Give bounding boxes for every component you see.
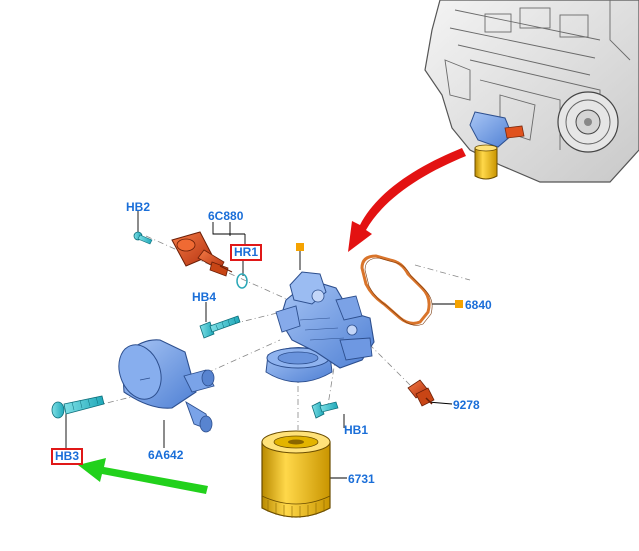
red-arrow (348, 148, 466, 252)
label-hb4: HB4 (192, 290, 217, 304)
label-6c880: 6C880 (208, 209, 244, 223)
oil-filter-6731 (261, 430, 331, 518)
bolt-hb3 (51, 395, 105, 419)
bolt-hb4 (199, 315, 241, 339)
gasket-6840 (360, 254, 433, 326)
fitting-6c880 (171, 231, 233, 277)
leader-lines (65, 210, 458, 479)
label-9278: 9278 (453, 398, 480, 412)
engine-block (424, 0, 639, 183)
oil-filter-housing (265, 271, 375, 383)
marker-square-housing (296, 243, 304, 251)
assembly-axis-lines (69, 235, 471, 430)
label-hr1: HR1 (230, 244, 263, 261)
label-6840: 6840 (465, 298, 492, 312)
green-arrow (78, 458, 208, 494)
label-hb3: HB3 (51, 448, 84, 465)
sensor-9278 (407, 379, 435, 407)
seal-hr1 (236, 273, 248, 289)
label-6731: 6731 (348, 472, 375, 486)
label-hb1: HB1 (344, 423, 369, 437)
label-hb2: HB2 (126, 200, 151, 214)
marker-square-6840 (455, 300, 463, 308)
label-6a642: 6A642 (148, 448, 184, 462)
bolt-hb2 (133, 231, 153, 245)
bolt-hb1 (311, 401, 339, 419)
oil-cooler-6a642 (118, 339, 215, 433)
pulley (557, 91, 619, 153)
